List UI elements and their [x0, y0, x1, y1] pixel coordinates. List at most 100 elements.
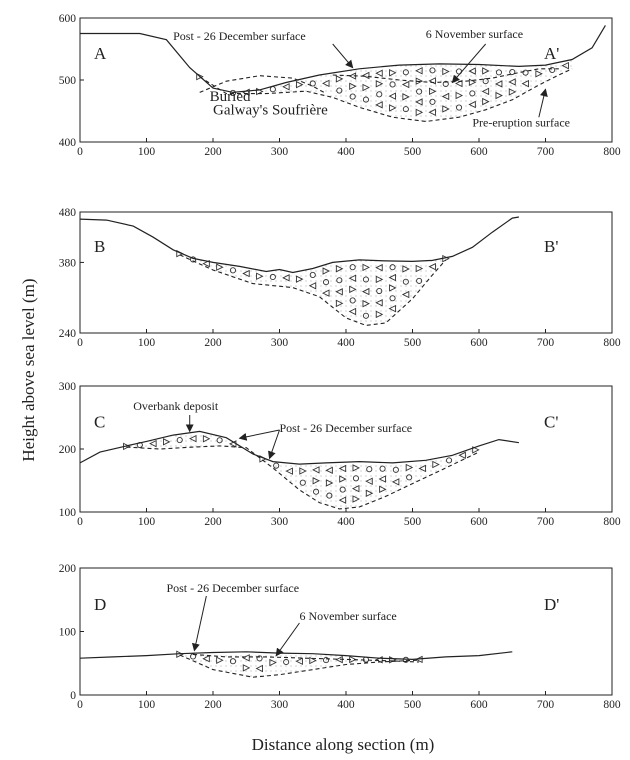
clast-mark	[402, 278, 409, 285]
clast-mark	[351, 484, 360, 493]
clast-mark	[392, 466, 399, 473]
deposit-fill	[199, 59, 573, 122]
x-axis-title: Distance along section (m)	[252, 735, 435, 754]
section-start-label: B	[94, 237, 105, 256]
clast-mark	[335, 75, 344, 83]
clast-mark	[273, 462, 280, 469]
clast-mark	[309, 80, 316, 87]
section-start-label: A	[94, 44, 107, 63]
annotation-label: Post - 26 December surface	[166, 581, 299, 595]
clast-mark	[428, 108, 436, 117]
clast-mark	[362, 263, 370, 272]
y-tick-label: 200	[59, 563, 77, 575]
clast-mark	[402, 69, 409, 76]
series-line	[332, 68, 559, 84]
clast-mark	[352, 464, 360, 472]
annotation-label: Galway's Soufrière	[213, 103, 328, 119]
y-tick-label: 480	[59, 207, 77, 219]
clast-mark	[295, 657, 303, 665]
clast-mark	[535, 70, 543, 78]
clast-mark	[229, 89, 236, 96]
series-line	[199, 68, 573, 123]
clast-mark	[296, 275, 304, 283]
clast-mark	[202, 654, 210, 663]
clast-mark	[322, 279, 330, 286]
x-tick-label: 300	[271, 146, 289, 158]
clast-mark	[322, 657, 330, 664]
clast-mark	[362, 276, 370, 283]
clast-mark	[415, 264, 424, 273]
clast-mark	[401, 290, 410, 299]
clast-mark	[176, 437, 183, 444]
clast-mark	[481, 87, 490, 96]
y-tick-label: 100	[59, 627, 77, 639]
x-tick-label: 800	[603, 337, 621, 349]
x-tick-label: 300	[271, 337, 289, 349]
clast-mark	[312, 466, 320, 474]
clast-mark	[282, 83, 290, 91]
x-tick-label: 500	[404, 337, 422, 349]
clast-mark	[312, 477, 321, 485]
clast-mark	[402, 93, 410, 101]
deposit-fill	[179, 651, 420, 678]
clast-mark	[362, 83, 370, 92]
x-tick-label: 500	[404, 516, 422, 528]
clast-mark	[365, 477, 373, 485]
series-line	[193, 653, 420, 663]
clast-mark	[283, 658, 290, 666]
clast-mark	[376, 91, 383, 98]
clast-mark	[349, 93, 356, 100]
clast-mark	[216, 263, 224, 271]
annotation-label: Post - 26 December surface	[280, 421, 413, 435]
clast-mark	[309, 656, 317, 665]
x-tick-label: 600	[470, 699, 488, 711]
clast-mark	[549, 66, 556, 74]
y-tick-label: 300	[59, 381, 77, 393]
clast-mark	[482, 97, 490, 106]
annotation-arrow	[332, 43, 354, 69]
y-tick-label: 200	[59, 444, 77, 456]
clast-mark	[389, 264, 396, 271]
y-tick-label: 0	[70, 690, 76, 702]
clast-mark	[405, 463, 414, 472]
clast-mark	[522, 69, 529, 76]
annotation-arrow	[275, 622, 300, 657]
clast-mark	[415, 108, 424, 117]
annotation-arrow	[538, 88, 548, 118]
clast-mark	[229, 267, 236, 274]
clast-mark	[352, 475, 360, 482]
annotation-label: Overbank deposit	[133, 399, 219, 413]
clast-mark	[389, 104, 397, 112]
clast-mark	[361, 287, 370, 296]
clast-mark	[441, 92, 450, 101]
clast-mark	[495, 91, 503, 100]
clast-mark	[415, 655, 423, 664]
clast-mark	[196, 72, 204, 81]
clast-mark	[455, 104, 463, 111]
clast-mark	[418, 464, 426, 473]
series-line	[79, 216, 519, 274]
x-tick-label: 800	[603, 699, 621, 711]
y-tick-label: 240	[59, 328, 77, 340]
clast-mark	[335, 264, 344, 273]
x-tick-label: 600	[470, 516, 488, 528]
clast-mark	[482, 78, 489, 85]
clast-mark	[335, 288, 343, 296]
clast-mark	[242, 654, 250, 662]
y-tick-label: 100	[59, 507, 77, 519]
clast-mark	[322, 267, 331, 275]
clast-mark	[376, 287, 383, 295]
annotation-label: Pre-eruption surface	[472, 116, 570, 130]
clast-mark	[269, 273, 276, 281]
clast-mark	[561, 61, 569, 70]
clast-mark	[375, 310, 384, 319]
clast-mark	[313, 488, 320, 495]
clast-mark	[375, 69, 383, 78]
y-tick-label: 600	[59, 13, 77, 25]
annotation-label: Post - 26 December surface	[173, 29, 306, 43]
clast-mark	[375, 298, 383, 307]
clast-mark	[362, 299, 370, 308]
series-line	[79, 651, 513, 661]
